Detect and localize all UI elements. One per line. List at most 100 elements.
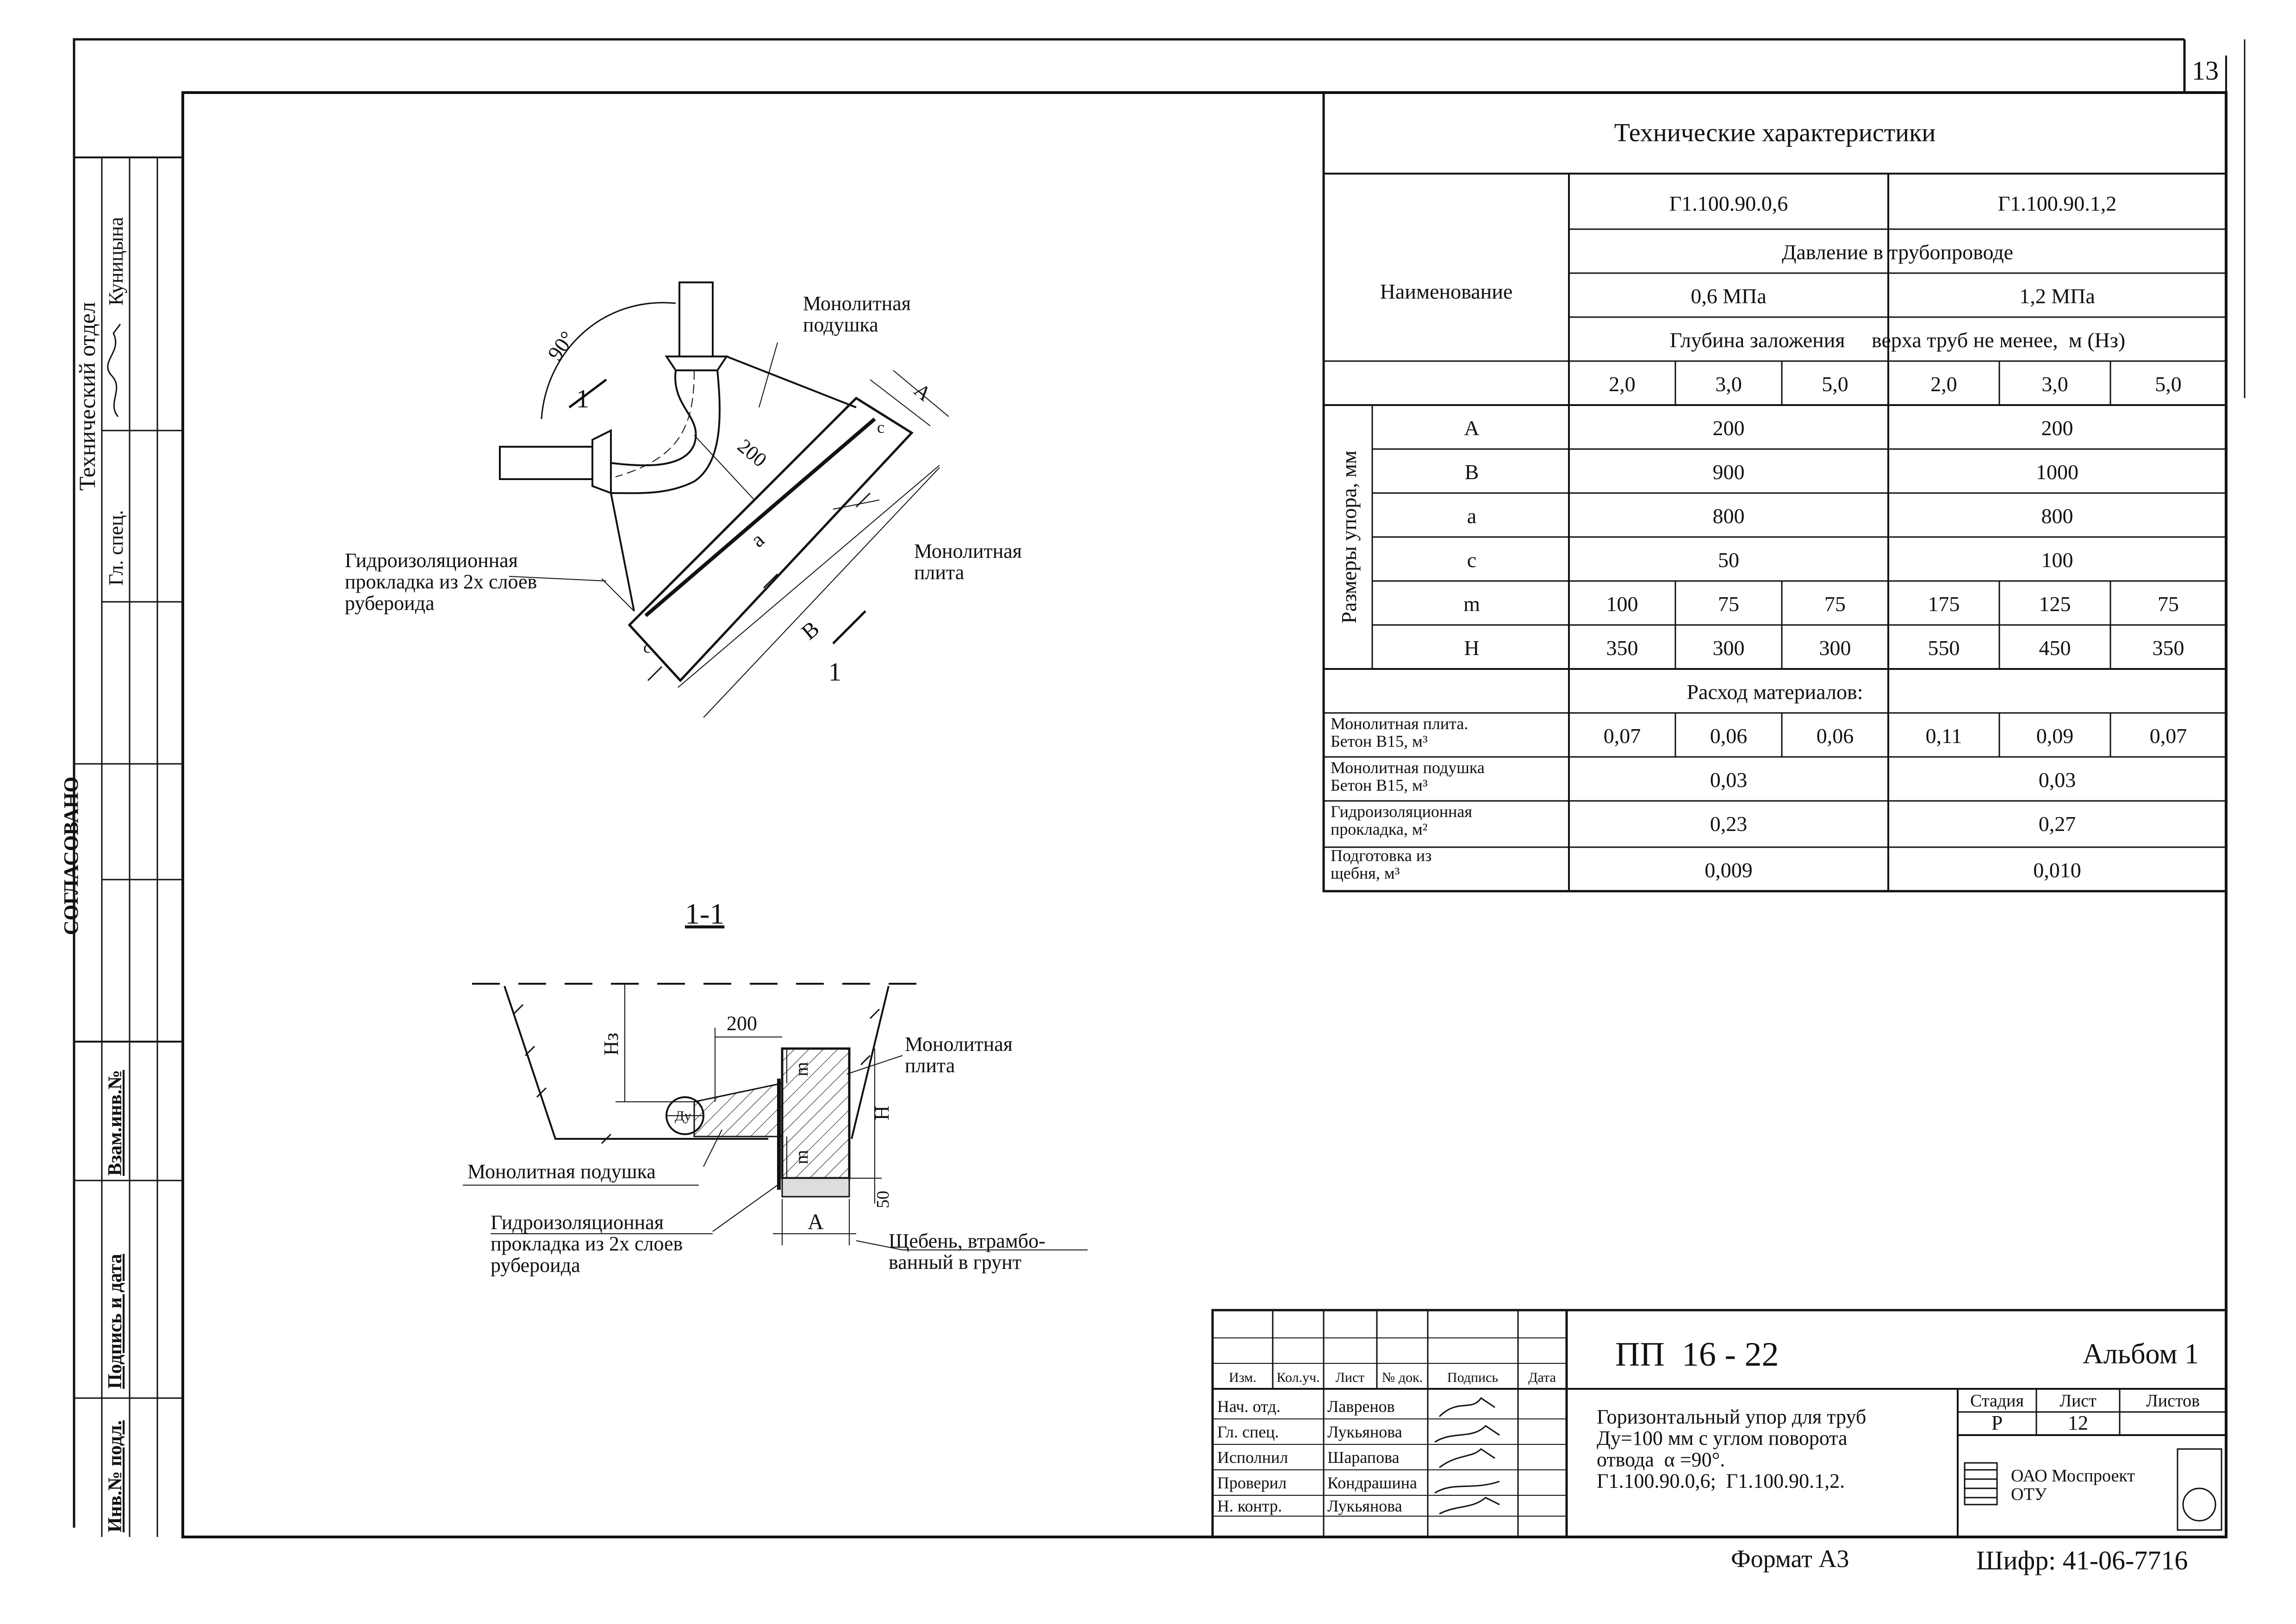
cipher-label: Шифр: 41-06-7716	[1976, 1545, 2188, 1575]
material-cell: 0,23	[1710, 812, 1748, 836]
table-depth-cell: 2,0	[1609, 372, 1636, 396]
table-depth-cell: 2,0	[1930, 372, 1957, 396]
table-depth-header: Глубина заложения верха труб не менее, м…	[1670, 328, 2126, 352]
section-dim-m-bottom: m	[791, 1150, 812, 1164]
row-cell: 300	[1713, 636, 1745, 660]
org-logo-flag	[1964, 1462, 1998, 1505]
plan-waterproofing-leader	[509, 576, 607, 581]
table-variant-2: Г1.100.90.1,2	[1998, 192, 2117, 215]
header-col: Подпись	[1447, 1370, 1498, 1385]
row-cell: 300	[1819, 636, 1851, 660]
section-dim-50: 50	[873, 1191, 893, 1208]
row-cell: 800	[2041, 504, 2073, 528]
sheet-value: 12	[2068, 1412, 2088, 1434]
table-dims-group: Размеры упора, мм	[1337, 450, 1361, 624]
material-cell: 0,07	[1604, 724, 1641, 748]
material-labels: Монолитная плита.Бетон В15, м³ Монолитна…	[1331, 714, 1485, 882]
row-cell: 50	[1718, 548, 1739, 572]
section-gravel	[781, 1177, 850, 1198]
table-pressure-header: Давление в трубопроводе	[1782, 240, 2013, 264]
stage-value: Р	[1991, 1412, 2003, 1434]
page-number: 13	[2192, 56, 2219, 86]
chief-spec-name: Куницына	[105, 217, 127, 306]
header-col: № док.	[1382, 1370, 1423, 1385]
role-label: Нач. отд.	[1217, 1397, 1281, 1416]
header-col: Дата	[1528, 1370, 1556, 1385]
signature-date-label: Подпись и дата	[105, 1254, 126, 1389]
row-cell: 1000	[2036, 460, 2078, 484]
material-cell: 0,010	[2033, 858, 2081, 882]
row-cell: 450	[2039, 636, 2071, 660]
section-pipe-dy: Ду	[675, 1108, 691, 1124]
material-cell: 0,06	[1710, 724, 1748, 748]
format-label: Формат А3	[1731, 1545, 1849, 1573]
plan-angle-label: 90°	[543, 327, 579, 365]
title-block-text: ПП 16 - 22 Альбом 1 Изм. Кол.уч. Лист № …	[1217, 1336, 2200, 1515]
section-dim-Hz: Нз	[600, 1033, 622, 1056]
inv-original-label: Инв.№ подл.	[105, 1420, 126, 1532]
org-logo-emblem	[2177, 1448, 2222, 1531]
row-cell: 350	[2153, 636, 2184, 660]
role-label: Проверил	[1217, 1474, 1287, 1492]
role-label: Н. контр.	[1217, 1497, 1282, 1515]
table-depth-cell: 5,0	[2155, 372, 2182, 396]
row-cell: 75	[2158, 592, 2179, 616]
table-pressure-2: 1,2 МПа	[2019, 284, 2095, 308]
row-cell: 125	[2039, 592, 2071, 616]
material-cell: 0,06	[1817, 724, 1854, 748]
table-depth-cell: 3,0	[2041, 372, 2068, 396]
role-name: Шарапова	[1327, 1448, 1400, 1467]
pad-outline	[610, 356, 857, 612]
header-col: Лист	[1336, 1370, 1365, 1385]
tech-table-text: Технические характеристики Наименование …	[1337, 119, 2187, 882]
chief-spec-label: Гл. спец.	[105, 510, 127, 586]
plan-dim-B: В	[797, 616, 824, 644]
tech-table	[1322, 91, 2228, 893]
slab-outline	[628, 396, 914, 682]
table-depth-cell: 3,0	[1715, 372, 1742, 396]
material-cell: 0,03	[1710, 768, 1748, 792]
table-variant-1: Г1.100.90.0,6	[1669, 192, 1788, 215]
row-cell: 550	[1928, 636, 1960, 660]
stage-label: Стадия	[1970, 1391, 2024, 1411]
row-cell: 100	[2041, 548, 2073, 572]
material-cell: 0,07	[2150, 724, 2187, 748]
pipe-bend	[610, 370, 697, 467]
section-dim-A: А	[808, 1210, 824, 1234]
materials-header: Расход материалов:	[1686, 680, 1863, 704]
horizontal-pipe	[499, 446, 593, 480]
role-name: Лукьянова	[1327, 1423, 1402, 1441]
plan-dim-c-top: с	[877, 418, 884, 437]
material-label: Монолитная плита.Бетон В15, м³	[1331, 714, 1468, 750]
material-cell: 0,09	[2036, 724, 2074, 748]
table-name-header: Наименование	[1380, 280, 1513, 303]
header-col: Кол.уч.	[1276, 1370, 1319, 1385]
row-cell: 100	[1606, 592, 1638, 616]
sheet-frame	[73, 38, 2246, 1538]
table-title: Технические характеристики	[1614, 119, 1936, 147]
plan-view	[499, 281, 949, 718]
section-pad	[693, 1082, 783, 1137]
header-col: Изм.	[1229, 1370, 1257, 1385]
table-pressure-1: 0,6 МПа	[1691, 284, 1767, 308]
row-cell: 75	[1824, 592, 1846, 616]
role-name: Лукьянова	[1327, 1497, 1402, 1515]
title-block	[1211, 1309, 2228, 1538]
material-cell: 0,11	[1926, 724, 1962, 748]
section-view	[463, 983, 1088, 1250]
section-dim-200: 200	[727, 1012, 757, 1035]
role-name: Кондрашина	[1327, 1474, 1417, 1492]
section-gravel-label: Щебень, втрамбо-ванный в грунт	[889, 1230, 1045, 1274]
material-cell: 0,009	[1705, 858, 1753, 882]
section-title: 1-1	[685, 897, 724, 930]
plan-dim-A: А	[910, 379, 936, 406]
row-cell: 75	[1718, 592, 1739, 616]
material-cell: 0,27	[2039, 812, 2076, 836]
material-cell: 0,03	[2039, 768, 2076, 792]
